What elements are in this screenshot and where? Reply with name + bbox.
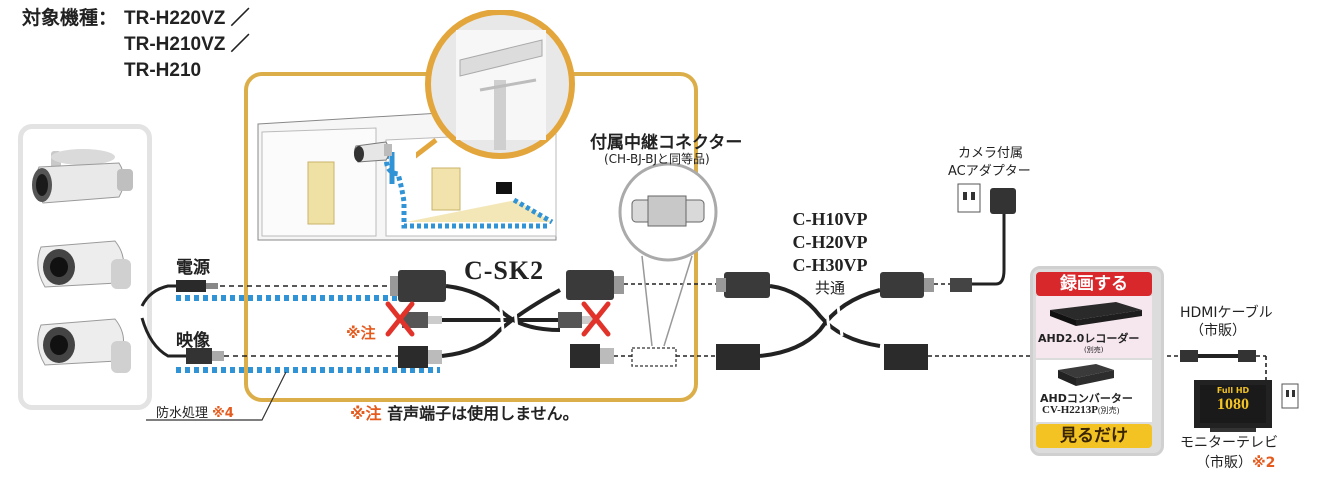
models-label: 対象機種： xyxy=(22,8,118,29)
tv-label-1: モニターテレビ xyxy=(1180,435,1278,451)
target-models: 対象機種： TR-H220VZ ／ TR-H210VZ ／ TR-H210 xyxy=(22,6,250,84)
audio-note-text: 音声端子は使用しません。 xyxy=(387,404,579,423)
outlet-icon xyxy=(957,183,981,213)
model-item-2: TR-H210 xyxy=(124,60,202,81)
converter-model-row: CV-H2213P(別売) xyxy=(1042,404,1119,416)
camera-panel xyxy=(18,124,152,410)
connector-title: 付属中継コネクター xyxy=(590,133,743,153)
camera-icons xyxy=(32,149,133,373)
note-mark: ※注 xyxy=(346,324,376,342)
adapter-label-2: ACアダプター xyxy=(948,164,1031,179)
camera-icon xyxy=(353,141,392,163)
converter-model: CV-H2213P xyxy=(1042,404,1099,416)
outlet-icon xyxy=(1281,383,1299,409)
cable-models: C-H10VP C-H20VP C-H30VP 共通 xyxy=(786,208,874,300)
rca-connector-icon xyxy=(558,312,596,328)
recorder-name: AHD2.0レコーダー xyxy=(1038,332,1140,345)
kit-name: C-SK2 xyxy=(464,256,545,285)
tv-label: （市販）※2 xyxy=(1196,452,1275,472)
cable-model-2: C-H30VP xyxy=(792,255,868,275)
record-header: 録画する xyxy=(1036,272,1152,296)
audio-note: ※注 音声端子は使用しません。 xyxy=(350,400,579,424)
recorder-note: (別売) xyxy=(1084,346,1104,354)
hdmi-label-1: HDMIケーブル xyxy=(1180,305,1273,321)
tv-icon xyxy=(1194,380,1272,432)
tv-ref: ※2 xyxy=(1252,455,1276,471)
rca-connector-icon xyxy=(402,312,442,328)
bnc-connector-icon xyxy=(570,344,614,368)
converter-icon xyxy=(1058,364,1114,386)
waterproof-ref: ※4 xyxy=(212,406,234,421)
cable-model-0: C-H10VP xyxy=(792,209,868,229)
zoom-detail xyxy=(416,10,575,159)
audio-note-mark: ※注 xyxy=(350,404,382,423)
cross-icon xyxy=(385,301,611,337)
waterproof-label: 防水処理 ※4 xyxy=(156,402,234,421)
recorder-icon xyxy=(1050,302,1142,326)
bnc-connector-icon xyxy=(884,344,928,370)
bnc-connector-icon xyxy=(398,346,442,368)
tv-label-2: （市販） xyxy=(1196,455,1252,471)
model-item-1: TR-H210VZ ／ xyxy=(124,34,250,55)
camera-icon xyxy=(37,240,131,289)
camera-icon xyxy=(32,149,133,204)
cable-common: 共通 xyxy=(814,280,845,297)
video-label: 映像 xyxy=(176,331,210,351)
hdmi-plug-icon xyxy=(1180,350,1256,362)
model-item-0: TR-H220VZ ／ xyxy=(124,8,250,29)
bnc-connector-icon xyxy=(186,348,224,364)
waterproof-text: 防水処理 xyxy=(156,406,209,421)
tv-screen-top: Full HD xyxy=(1216,386,1250,395)
bnc-connector-icon xyxy=(631,347,677,367)
hdmi-label-2: （市販） xyxy=(1190,323,1246,339)
converter-panel: AHDコンバーター CV-H2213P(別売) xyxy=(1036,360,1152,422)
cable-model-1: C-H20VP xyxy=(792,232,868,252)
converter-note: (別売) xyxy=(1098,406,1120,415)
ac-adapter-icon xyxy=(990,188,1016,214)
adapter-label-1: カメラ付属 xyxy=(958,146,1024,161)
power-label: 電源 xyxy=(176,258,210,278)
converter-name: AHDコンバーター xyxy=(1040,392,1133,405)
connector-subtitle: (CH-BJ-BJと同等品) xyxy=(604,152,710,166)
tv-screen-number: 1080 xyxy=(1217,396,1249,413)
view-footer: 見るだけ xyxy=(1036,424,1152,448)
bnc-connector-icon xyxy=(631,195,705,227)
bnc-connector-icon xyxy=(716,344,760,370)
camera-icon xyxy=(37,318,131,373)
recorder-panel: AHD2.0レコーダー (別売) xyxy=(1036,296,1152,358)
